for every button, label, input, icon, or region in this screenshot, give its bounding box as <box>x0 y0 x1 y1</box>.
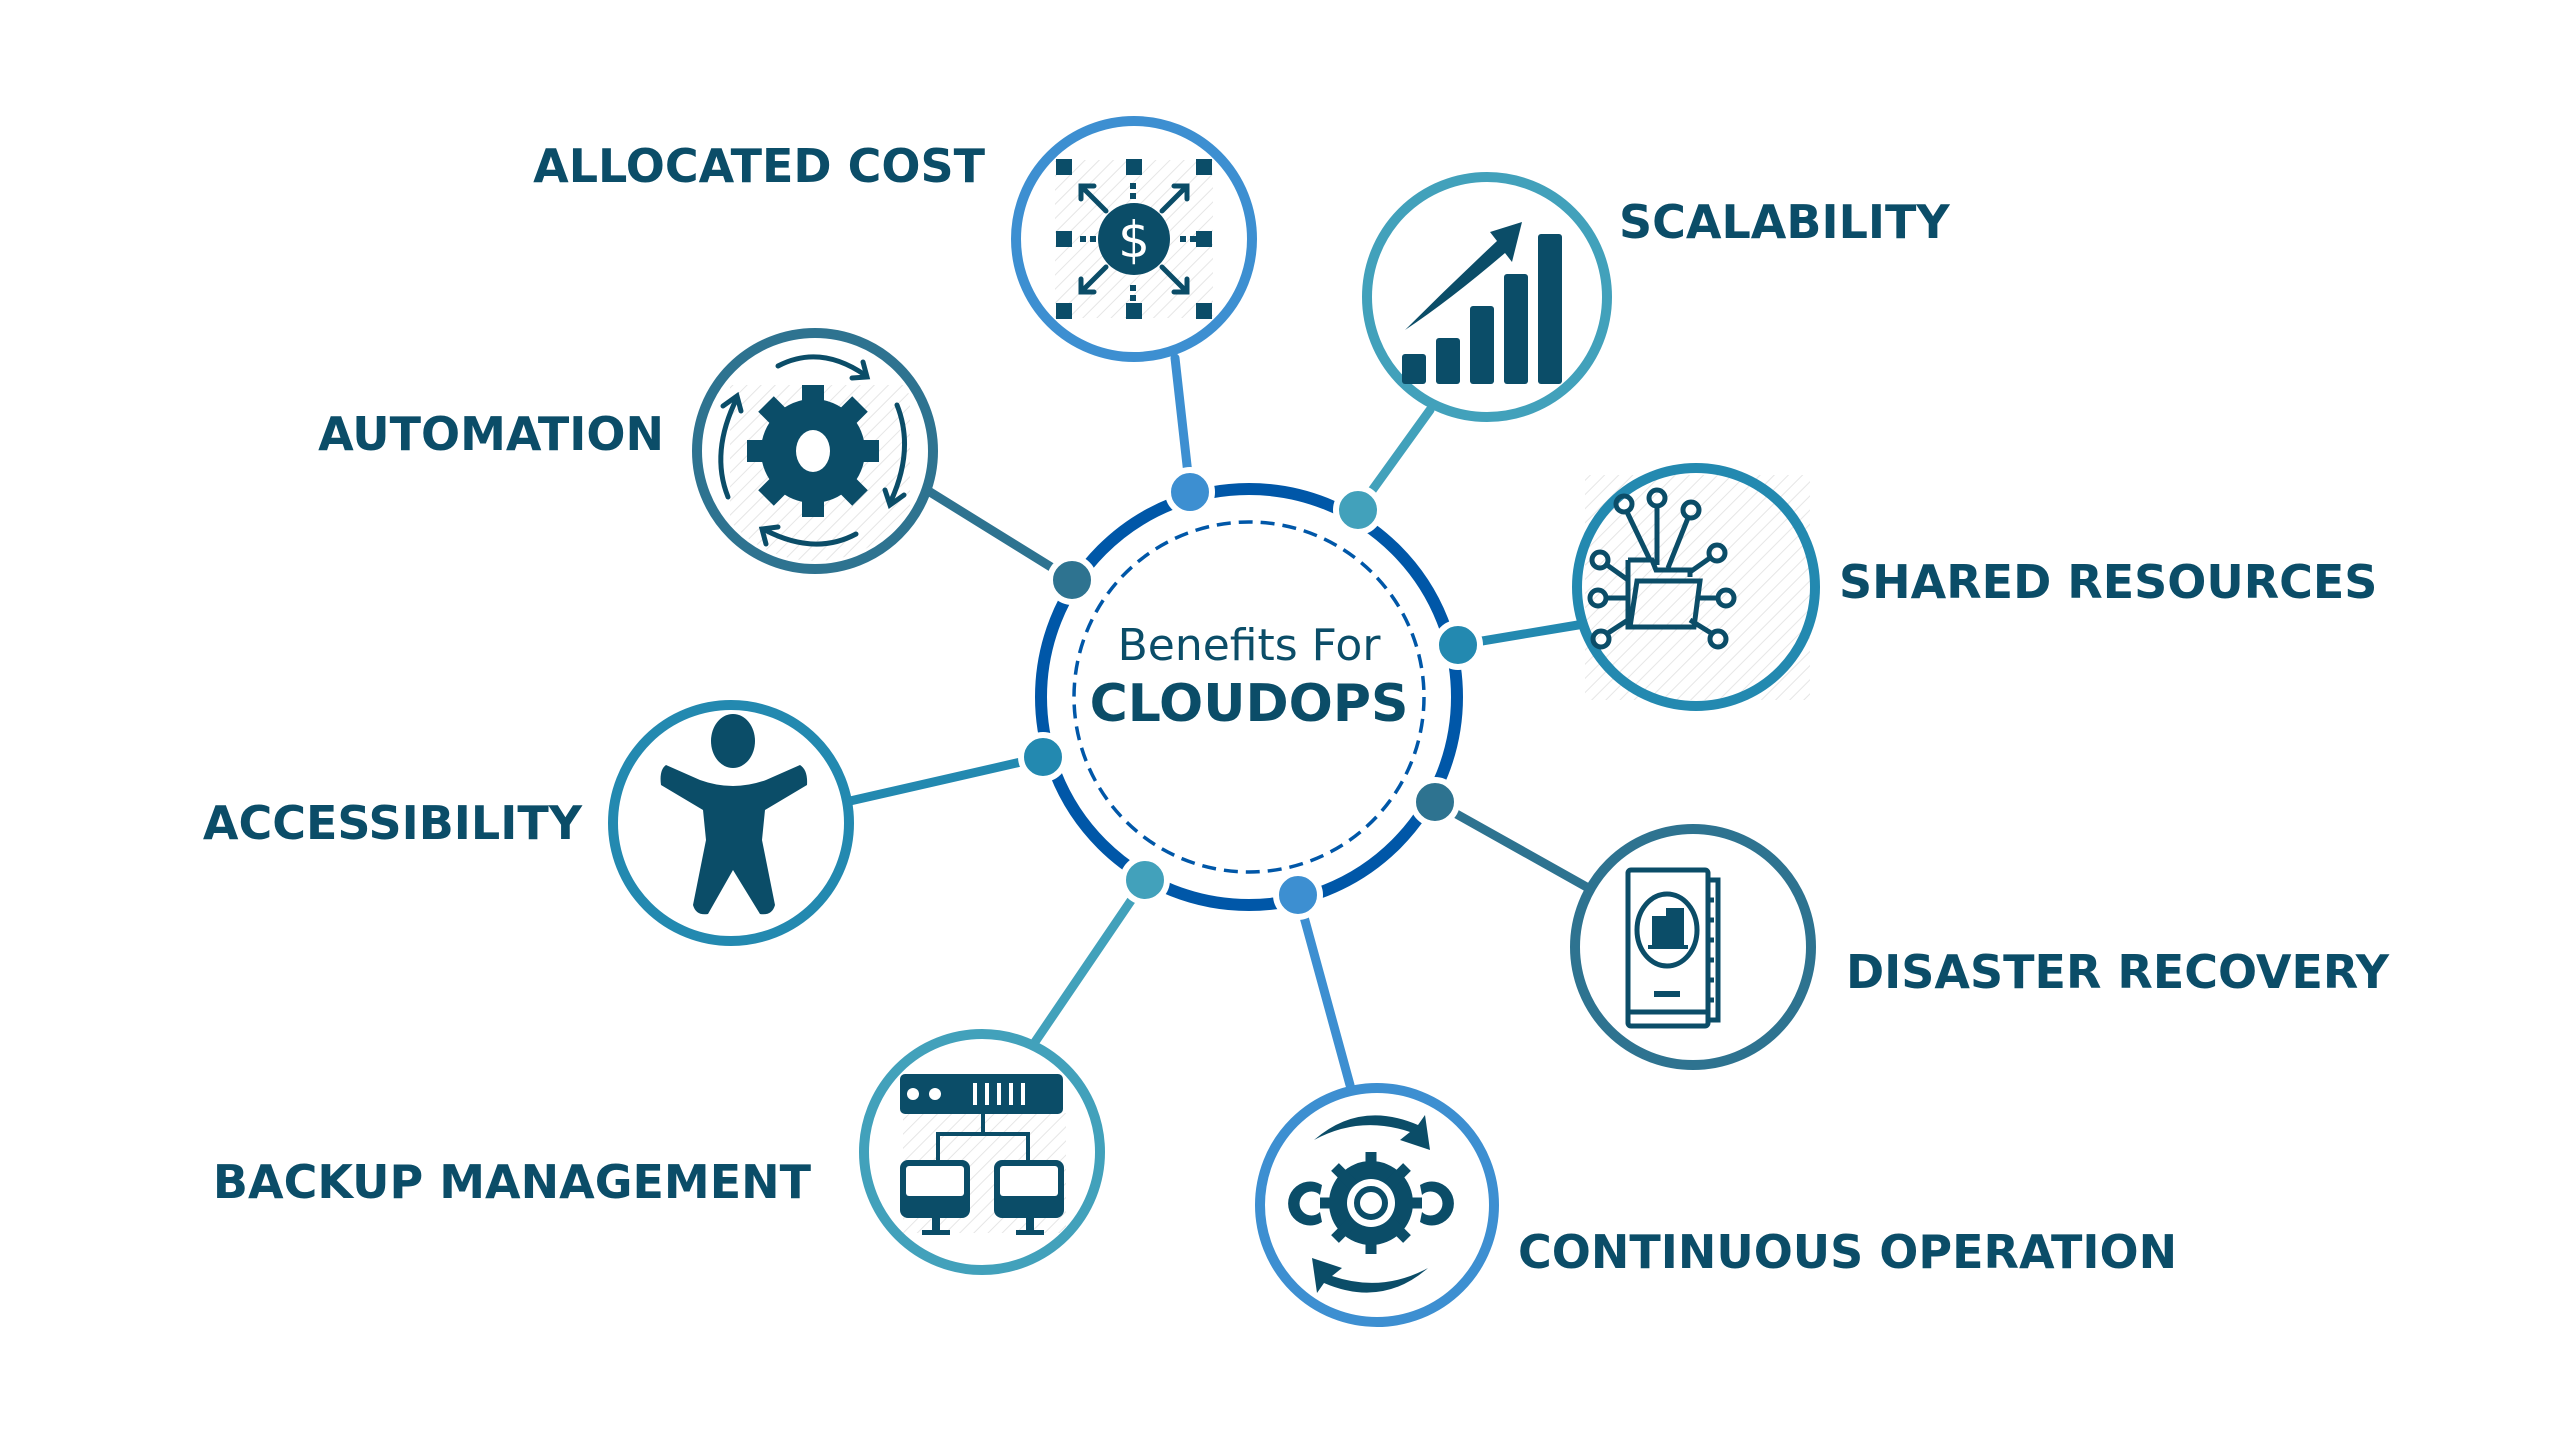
node-disaster-recovery <box>1410 777 1460 827</box>
hub-title-line2: CLOUDOPS <box>1089 673 1409 734</box>
benefit-circle-continuous-operation <box>1255 1083 1499 1327</box>
central-hub <box>1035 483 1463 911</box>
label-scalability: SCALABILITY <box>1619 195 1950 249</box>
hub-title-line1: Benefits For <box>1117 620 1381 671</box>
benefit-circle-accessibility <box>608 700 854 946</box>
hub-title: Benefits For CLOUDOPS <box>1049 620 1449 735</box>
node-shared-resources <box>1433 620 1483 670</box>
node-automation <box>1047 555 1097 605</box>
connector-automation <box>925 487 1077 585</box>
label-disaster-recovery: DISASTER RECOVERY <box>1846 945 2390 999</box>
label-allocated-cost: ALLOCATED COST <box>533 139 985 193</box>
label-continuous-operation: CONTINUOUS OPERATION <box>1518 1225 2178 1279</box>
accessibility-person-icon <box>660 714 808 915</box>
benefit-circle-shared-resources <box>1572 463 1820 711</box>
connector-continuous-operation <box>1293 890 1355 1090</box>
label-accessibility: ACCESSIBILITY <box>202 796 582 850</box>
gear-cycle-icon <box>718 354 907 547</box>
connectors <box>845 353 1597 1090</box>
hub-dashed-ring <box>1072 520 1426 874</box>
connector-disaster-recovery <box>1430 797 1597 895</box>
benefit-circle-scalability <box>1362 172 1612 422</box>
node-allocated-cost <box>1165 467 1215 517</box>
label-automation: AUTOMATION <box>318 407 664 461</box>
node-continuous-operation <box>1273 870 1323 920</box>
label-backup-management: BACKUP MANAGEMENT <box>212 1155 811 1209</box>
node-backup-management <box>1120 855 1170 905</box>
dollar-distribution-icon: $ <box>1056 159 1212 319</box>
node-accessibility <box>1018 732 1068 782</box>
connector-accessibility <box>845 752 1048 806</box>
connector-backup-management <box>1030 875 1150 1047</box>
benefit-circle-automation <box>692 328 938 574</box>
shared-folder-network-icon <box>1587 487 1737 650</box>
benefit-circle-allocated-cost: $ <box>1011 116 1257 362</box>
server-network-icon <box>900 1074 1064 1235</box>
svg-text:$: $ <box>1118 211 1150 269</box>
growth-bar-chart-icon <box>1402 222 1562 384</box>
node-scalability <box>1333 485 1383 535</box>
label-shared-resources: SHARED RESOURCES <box>1839 555 2378 609</box>
hub-outer-ring <box>1035 483 1463 911</box>
recovery-book-icon <box>1625 867 1721 1029</box>
benefit-circle-backup-management <box>859 1029 1105 1275</box>
ring-nodes <box>1018 467 1483 920</box>
benefit-circle-disaster-recovery <box>1570 824 1816 1070</box>
rotating-gears-icon <box>1288 1115 1454 1293</box>
